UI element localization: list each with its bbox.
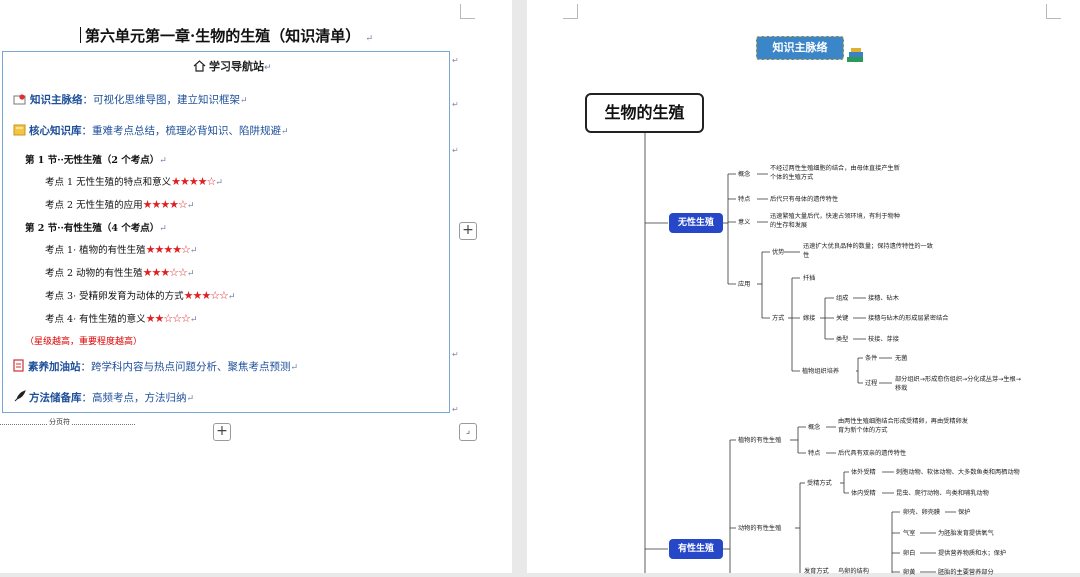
paragraph-mark: ↵	[452, 146, 459, 155]
star-rating: ★★★★☆	[145, 243, 191, 256]
add-row-button[interactable]: +	[459, 222, 477, 240]
star-rating: ★★★☆☆	[183, 289, 229, 302]
node-concept: 概念	[738, 171, 751, 178]
node-egg-structure: 鸟卵的结构	[838, 568, 869, 575]
node-albumen: 卵白	[903, 550, 916, 557]
node-process-text: 部分组织→形成愈伤组织→分化成丛芽→生根→移栽	[895, 376, 1021, 392]
node-albumen-text: 提供营养物质和水；保护	[938, 550, 1007, 557]
node-meaning: 意义	[738, 219, 751, 226]
node-asexual: 无性生殖	[669, 213, 723, 233]
point-1-2: 考点 2 无性生殖的应用★★★★☆↵	[45, 198, 195, 211]
node-fertilization: 受精方式	[807, 480, 832, 487]
point-1-1: 考点 1 无性生殖的特点和意义★★★★☆↵	[45, 175, 223, 188]
paragraph-mark: ↵	[452, 350, 459, 359]
node-plant-concept-text: 由两性生殖细胞结合形成受精卵，再由受精卵发育为新个体的方式	[838, 418, 968, 434]
node-shell: 卵壳、卵壳膜	[903, 509, 941, 516]
node-graft-key-text: 接穗与砧木的形成层紧密结合	[868, 315, 949, 322]
node-meaning-text: 迅速繁殖大量后代，快速占领环境，有利于物种的生存和发展	[770, 213, 900, 229]
section-methods: 方法储备库：高频考点，方法归纳↵	[13, 390, 194, 405]
node-advantage-text: 迅速扩大优良品种的数量；保持遗传特性的一致性	[803, 243, 933, 259]
paragraph-mark: ↵	[452, 100, 459, 109]
page-break: 分页符	[0, 417, 135, 428]
section-knowledge-map: 知识主脉络：可视化思维导图，建立知识框架↵	[13, 92, 248, 107]
node-shell-text: 保护	[958, 509, 971, 516]
point-2-3: 考点 3· 受精卵发育为动体的方式★★★☆☆↵	[45, 289, 236, 302]
add-row-button-bottom[interactable]: +	[213, 423, 231, 441]
subsection-sexual: 第 2 节··有性生殖（4 个考点）↵	[25, 223, 167, 234]
node-tissue-culture: 植物组织培养	[802, 368, 840, 375]
star-rating: ★★☆☆☆	[145, 312, 191, 325]
node-external: 体外受精	[851, 469, 876, 476]
star-rating: ★★★★☆	[142, 198, 188, 211]
resize-handle[interactable]: ⌟	[459, 423, 477, 441]
node-development: 发育方式	[804, 568, 829, 575]
node-external-text: 刺胞动物、软体动物、大多数鱼类和两栖动物	[896, 469, 1020, 476]
star-rating: ★★★★☆	[171, 175, 216, 188]
node-grafting: 嫁接	[803, 315, 816, 322]
node-advantage: 优势	[772, 249, 785, 256]
node-cutting: 扦插	[803, 275, 816, 282]
mindmap-banner: 知识主脉络	[756, 36, 844, 60]
node-plant-feature-text: 后代具有双亲的遗传特性	[838, 450, 907, 457]
node-graft-type-text: 枝接、芽接	[868, 336, 899, 343]
node-plant-feature: 特点	[808, 450, 821, 457]
node-plant-sexual: 植物的有性生殖	[738, 437, 782, 444]
star-note: （星级越高，重要程度越高）	[25, 337, 143, 347]
node-concept-text: 不经过两性生殖细胞的结合，由母体直接产生新个体的生殖方式	[770, 165, 900, 181]
map-pin-icon	[13, 94, 26, 105]
node-internal-text: 昆虫、爬行动物、鸟类和哺乳动物	[896, 490, 989, 497]
node-feature: 特点	[738, 196, 751, 203]
section-literacy: 素养加油站：跨学科内容与热点问题分析、聚焦考点预测↵	[13, 359, 298, 374]
node-feature-text: 后代只有母体的遗传特性	[770, 196, 839, 203]
node-condition-text: 无菌	[895, 355, 908, 362]
node-graft-type: 类型	[836, 336, 849, 343]
node-application: 应用	[738, 281, 751, 288]
navigation-box: 学习导航站↵ 知识主脉络：可视化思维导图，建立知识框架↵ 核心知识库：重难考点总…	[2, 51, 450, 413]
mindmap-root: 生物的生殖	[585, 93, 704, 133]
node-sexual: 有性生殖	[669, 539, 723, 559]
document-page-left: 第六单元第一章·生物的生殖（知识清单） ↵ 学习导航站↵ 知识主脉络：可视化思维…	[0, 0, 512, 573]
node-plant-concept: 概念	[808, 424, 821, 431]
node-animal-sexual: 动物的有性生殖	[738, 525, 782, 532]
document-icon	[13, 359, 24, 372]
document-title: 第六单元第一章·生物的生殖（知识清单） ↵	[80, 25, 373, 46]
node-air-cell-text: 为胚胎发育提供氧气	[938, 530, 994, 537]
node-graft-parts-text: 接穗、砧木	[868, 295, 899, 302]
book-icon	[13, 124, 26, 136]
node-condition: 条件	[865, 355, 878, 362]
rocket-icon	[14, 390, 26, 402]
nav-title: 学习导航站↵	[193, 58, 272, 74]
star-rating: ★★★☆☆	[142, 266, 188, 279]
home-icon	[193, 60, 206, 72]
node-graft-parts: 组成	[836, 295, 849, 302]
margin-corner-mark	[1046, 4, 1061, 19]
node-method: 方式	[772, 315, 785, 322]
node-graft-key: 关键	[836, 315, 849, 322]
margin-corner-mark	[563, 4, 578, 19]
point-2-1: 考点 1· 植物的有性生殖★★★★☆↵	[45, 243, 198, 256]
text-cursor	[80, 27, 81, 43]
books-icon	[847, 48, 863, 62]
node-process: 过程	[865, 380, 878, 387]
point-2-4: 考点 4· 有性生殖的意义★★☆☆☆↵	[45, 312, 198, 325]
subsection-asexual: 第 1 节··无性生殖（2 个考点）↵	[25, 155, 167, 166]
margin-corner-mark	[460, 4, 475, 19]
paragraph-mark: ↵	[452, 56, 459, 65]
node-air-cell: 气室	[903, 530, 916, 537]
node-internal: 体内受精	[851, 490, 876, 497]
paragraph-mark: ↵	[452, 405, 459, 414]
point-2-2: 考点 2 动物的有性生殖★★★☆☆↵	[45, 266, 195, 279]
section-core-knowledge: 核心知识库：重难考点总结，梳理必背知识、陷阱规避↵	[13, 123, 289, 138]
